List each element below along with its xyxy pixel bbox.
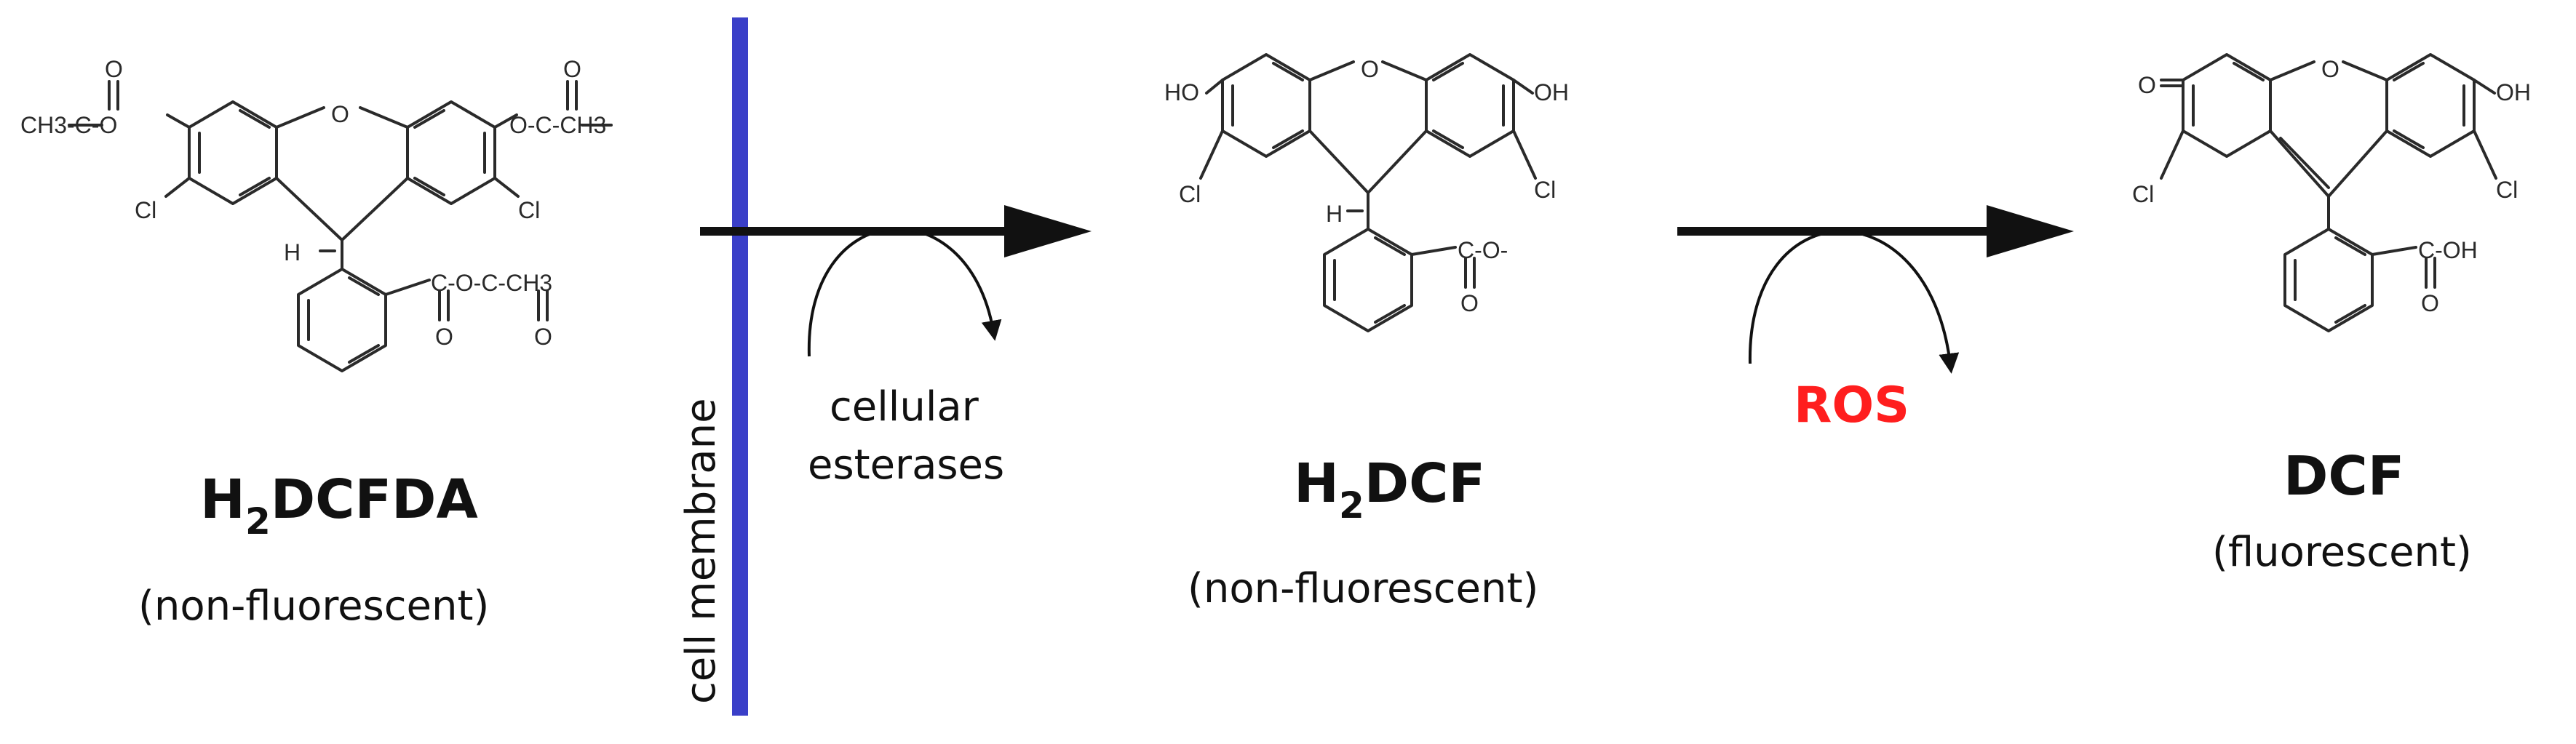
dcf-carboxyl: C-OH (2418, 237, 2478, 263)
h2dcfda-side-chain: C-O-C-CH3 (431, 270, 552, 296)
molecule-h2dcfda-structure (68, 80, 613, 372)
dcf-carboxyl-o: O (2421, 290, 2439, 316)
cell-membrane-label: cell membrane (677, 398, 725, 704)
dcf-atom-o-ring: O (2321, 56, 2340, 82)
reaction-arrow-2-curve (1748, 230, 1960, 374)
dcf-atom-oh: OH (2496, 79, 2531, 105)
h2dcf-atom-cl-right: Cl (1534, 177, 1556, 203)
step-1-label-line-2: esterases (808, 441, 1004, 489)
h2dcf-atom-oh: OH (1534, 79, 1569, 105)
h2dcfda-side-chain-o2: O (534, 324, 552, 350)
h2dcf-atom-o-ring: O (1361, 56, 1379, 82)
molecule-h2dcfda-note: (non-fluorescent) (138, 583, 489, 630)
h2dcfda-atom-cl-left: Cl (135, 197, 156, 223)
h2dcfda-atom-cl-right: Cl (518, 197, 540, 223)
dcf-atom-o-keto: O (2138, 72, 2156, 98)
h2dcf-carboxylate-o: O (1460, 290, 1479, 316)
cell-membrane-line (732, 17, 748, 716)
molecule-h2dcfda-name: H2DCFDA (200, 468, 478, 543)
molecule-dcf-note: (fluorescent) (2212, 529, 2472, 576)
h2dcfda-ester-right: O-C-CH3 (509, 112, 606, 138)
reaction-arrow-2-head (1987, 205, 2074, 257)
reaction-arrow-1-head (1004, 205, 1092, 257)
step-2-label-ros: ROS (1794, 377, 1909, 434)
h2dcfda-atom-o-ring: O (331, 101, 349, 127)
h2dcfda-ester-left-carbonyl: O (105, 56, 123, 82)
h2dcf-atom-cl-left: Cl (1179, 181, 1201, 207)
step-1-label: cellular (830, 383, 979, 431)
dcf-atom-cl-right: Cl (2496, 177, 2518, 203)
h2dcfda-side-chain-o1: O (435, 324, 453, 350)
h2dcf-carboxylate: C-O- (1458, 237, 1508, 263)
h2dcf-atom-h: H (1326, 201, 1343, 227)
molecule-h2dcf-note: (non-fluorescent) (1188, 565, 1538, 612)
h2dcf-atom-ho: HO (1164, 79, 1199, 105)
dcf-atom-cl-left: Cl (2132, 181, 2154, 207)
molecule-h2dcf-structure (1199, 53, 1537, 332)
h2dcfda-atom-h: H (284, 239, 301, 265)
molecule-dcf-name: DCF (2283, 445, 2404, 508)
h2dcfda-ester-left: CH3-C-O (20, 112, 117, 138)
molecule-dcf-structure (2160, 53, 2497, 332)
h2dcfda-ester-right-carbonyl: O (563, 56, 581, 82)
molecule-h2dcf-name: H2DCF (1294, 452, 1485, 527)
reaction-arrow-1-curve (807, 227, 1002, 357)
